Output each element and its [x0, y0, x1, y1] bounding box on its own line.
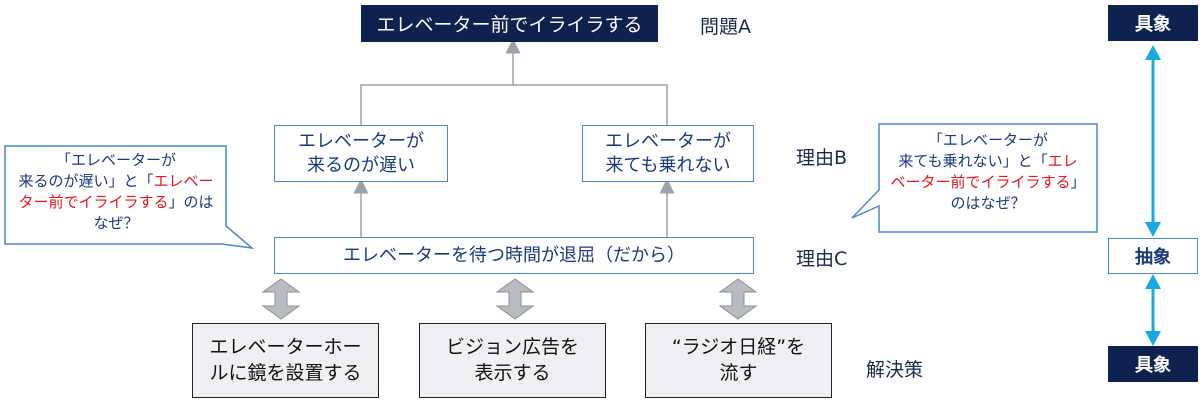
reason-b-left-line2: 来るのが遅い: [307, 154, 415, 176]
double-arrow-vertical-icon: [495, 278, 535, 320]
problem-label: 問題A: [700, 16, 751, 38]
bubble-right-line2b: エレ: [1047, 152, 1078, 170]
reason-b-right-line1: エレベーターが: [605, 131, 731, 153]
bubble-right-line3b: 」: [1070, 173, 1086, 191]
reason-c-box: エレベーターを待つ時間が退屈（だから）: [274, 237, 754, 274]
scale-arrow-lower: [1145, 274, 1161, 346]
solution-3-line1: “ラジオ日経”を: [671, 335, 806, 358]
double-arrow-vertical-icon: [261, 278, 301, 320]
solution-2-line1: ビジョン広告を: [445, 335, 579, 358]
reason-b-right-box: エレベーターが 来ても乗れない: [582, 125, 754, 182]
scale-middle-label: 抽象: [1108, 238, 1198, 274]
bubble-right-line3a: ベーター前でイライラする: [890, 173, 1071, 191]
solution-3-line2: 流す: [719, 361, 758, 384]
solution-box-1: エレベーターホー ルに鏡を設置する: [192, 323, 379, 398]
scale-top-label: 具象: [1108, 5, 1198, 41]
bubble-left-line4: なぜ？: [93, 214, 139, 232]
solution-1-line1: エレベーターホー: [209, 335, 362, 358]
solution-2-line2: 表示する: [474, 361, 551, 384]
bubble-right-line1: 「エレベーターが: [927, 131, 1048, 149]
solutions-label: 解決策: [866, 359, 924, 381]
bubble-left-line2b: エレベー: [153, 172, 214, 190]
reason-b-label: 理由B: [796, 147, 848, 169]
problem-text: エレベーター前でイライラする: [376, 14, 643, 36]
solution-box-2: ビジョン広告を 表示する: [419, 323, 606, 398]
connector-b-left-to-problem: [360, 84, 668, 125]
solution-box-3: “ラジオ日経”を 流す: [645, 323, 832, 398]
reason-b-right-line2: 来ても乗れない: [605, 154, 731, 176]
scale-bottom-label: 具象: [1108, 346, 1198, 382]
reason-b-left-line1: エレベーターが: [298, 131, 424, 153]
problem-box: エレベーター前でイライラする: [361, 5, 658, 42]
reason-c-label: 理由C: [796, 248, 848, 270]
bubble-right-line2a: 来ても乗れない」と「: [898, 152, 1048, 170]
reason-c-text: エレベーターを待つ時間が退屈（だから）: [343, 244, 685, 266]
bubble-right-text: 「エレベーターが 来ても乗れない」と「エレ ベーター前でイライラする」 のはなぜ…: [882, 130, 1094, 214]
reason-b-left-box: エレベーターが 来るのが遅い: [274, 125, 448, 182]
scale-arrow-upper: [1145, 45, 1161, 237]
bubble-left-line3b: 」のは: [168, 193, 214, 211]
bubble-left-line3a: ター前でイライラする: [18, 193, 169, 211]
bubble-right-line4: のはなぜ？: [950, 194, 1026, 212]
bubble-left-line1: 「エレベーターが: [55, 151, 176, 169]
bubble-right-shape: [851, 123, 1098, 233]
bubble-left-line2a: 来るのが遅い」と「: [18, 172, 154, 190]
double-arrow-vertical-icon: [718, 278, 758, 320]
bubble-left-shape: [4, 145, 255, 250]
bubble-left-text: 「エレベーターが 来るのが遅い」と「エレベー ター前でイライラする」のは なぜ？: [10, 150, 222, 234]
solution-1-line2: ルに鏡を設置する: [209, 361, 362, 384]
